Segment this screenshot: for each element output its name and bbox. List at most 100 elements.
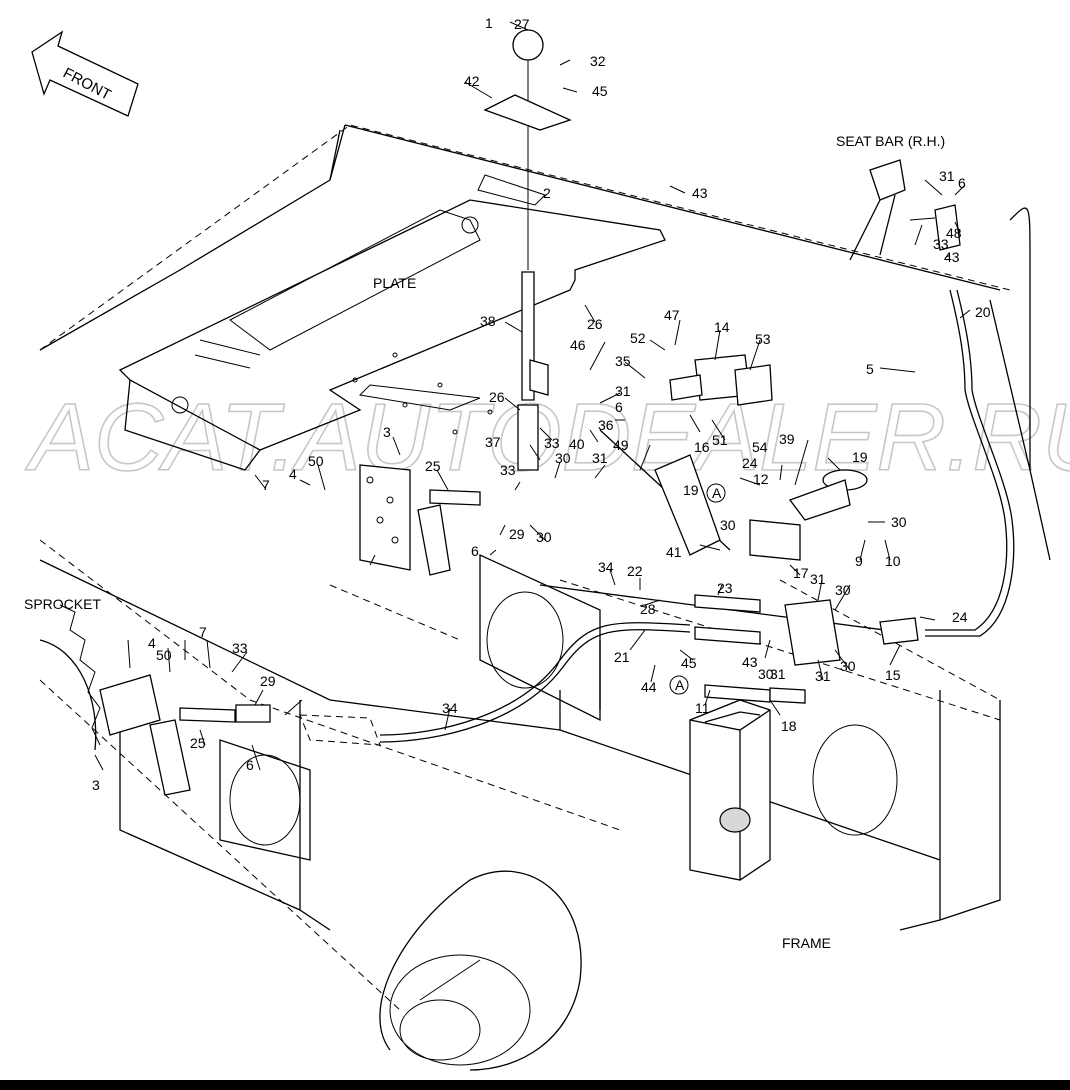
callout-6: 6 (958, 175, 966, 191)
callout-26: 26 (587, 316, 603, 332)
frame-label: FRAME (782, 935, 831, 951)
sprocket-label: SPROCKET (24, 596, 101, 612)
callout-31: 31 (815, 668, 831, 684)
callout-47: 47 (664, 307, 680, 323)
callout-43: 43 (944, 249, 960, 265)
callout-43: 43 (692, 185, 708, 201)
callout-45: 45 (681, 655, 697, 671)
frame-body (39, 124, 1051, 931)
callout-33: 33 (933, 236, 949, 252)
callout-25: 25 (425, 458, 441, 474)
callout-46: 46 (570, 337, 586, 353)
callout-11: 11 (695, 700, 710, 716)
gear-lever (483, 29, 572, 471)
callout-ref-a: A (712, 485, 722, 501)
callout-31: 31 (939, 168, 955, 184)
seat-bar-label: SEAT BAR (R.H.) (836, 133, 945, 149)
callout-6: 6 (246, 757, 254, 773)
callout-33: 33 (232, 640, 248, 656)
callout-28: 28 (640, 601, 656, 617)
reference-circle-a (706, 483, 726, 503)
callout-25: 25 (190, 735, 206, 751)
callout-30: 30 (835, 582, 851, 598)
callout-6: 6 (471, 543, 479, 559)
drive-hub (379, 870, 582, 1071)
callout-19: 19 (683, 482, 699, 498)
pedal-assembly-right (359, 464, 481, 576)
callout-14: 14 (714, 319, 730, 335)
callout-15: 15 (885, 667, 901, 683)
callout-29: 29 (260, 673, 276, 689)
callout-31: 31 (592, 450, 608, 466)
plate (118, 129, 666, 471)
frame-outline (39, 124, 1011, 1011)
callout-54: 54 (752, 439, 768, 455)
callout-3: 3 (383, 424, 391, 440)
callout-53: 53 (755, 331, 771, 347)
callout-22: 22 (627, 563, 643, 579)
callout-30: 30 (891, 514, 907, 530)
callout-4: 4 (289, 466, 297, 482)
front-arrow-icon: FRONT (31, 30, 139, 117)
callout-45: 45 (592, 83, 608, 99)
sprocket (39, 604, 101, 751)
callout-30: 30 (555, 450, 571, 466)
callout-35: 35 (615, 353, 631, 369)
seat-bar (849, 159, 961, 261)
callout-18: 18 (781, 718, 797, 734)
callout-20: 20 (975, 304, 991, 320)
callout-3: 3 (92, 777, 100, 793)
pedal-assembly-left (99, 674, 381, 796)
post-11 (689, 699, 771, 881)
callout-50: 50 (156, 647, 172, 663)
callout-42: 42 (464, 73, 480, 89)
callout-17: 17 (793, 565, 809, 581)
callout-30: 30 (840, 658, 856, 674)
callout-27: 27 (514, 16, 530, 32)
callout-34: 34 (442, 700, 458, 716)
callout-26: 26 (489, 389, 505, 405)
callout-ref-a: A (675, 677, 685, 693)
callout-44: 44 (641, 679, 657, 695)
callout-41: 41 (666, 544, 682, 560)
callout-10: 10 (885, 553, 901, 569)
callout-51: 51 (712, 432, 728, 448)
callout-33: 33 (500, 462, 516, 478)
callout-9: 9 (855, 553, 863, 569)
callout-30: 30 (758, 666, 774, 682)
callout-33: 33 (544, 435, 560, 451)
callout-36: 36 (598, 417, 614, 433)
callout-23: 23 (717, 580, 733, 596)
callout-24: 24 (742, 455, 758, 471)
callout-24: 24 (952, 609, 968, 625)
callout-7: 7 (199, 624, 207, 640)
plate-label: PLATE (373, 275, 416, 291)
bottom-border (0, 1080, 1070, 1090)
callout-34: 34 (598, 559, 614, 575)
callout-16: 16 (694, 439, 710, 455)
callout-29: 29 (509, 526, 525, 542)
callout-49: 49 (613, 437, 629, 453)
callout-12: 12 (753, 471, 769, 487)
parts-right (654, 354, 919, 704)
reference-circle-a (669, 675, 689, 695)
callout-43: 43 (742, 654, 758, 670)
callout-5: 5 (866, 361, 874, 377)
callout-38: 38 (480, 313, 496, 329)
leader-lines (94, 21, 971, 771)
callout-6: 6 (615, 399, 623, 415)
callout-37: 37 (485, 434, 501, 450)
callout-52: 52 (630, 330, 646, 346)
callout-40: 40 (569, 436, 585, 452)
callout-30: 30 (720, 517, 736, 533)
callout-31: 31 (615, 383, 631, 399)
callout-32: 32 (590, 53, 606, 69)
callout-2: 2 (543, 185, 551, 201)
callout-21: 21 (614, 649, 630, 665)
callout-31: 31 (770, 666, 786, 682)
callout-7: 7 (262, 477, 270, 493)
callout-19: 19 (852, 449, 868, 465)
callout-31: 31 (810, 571, 826, 587)
